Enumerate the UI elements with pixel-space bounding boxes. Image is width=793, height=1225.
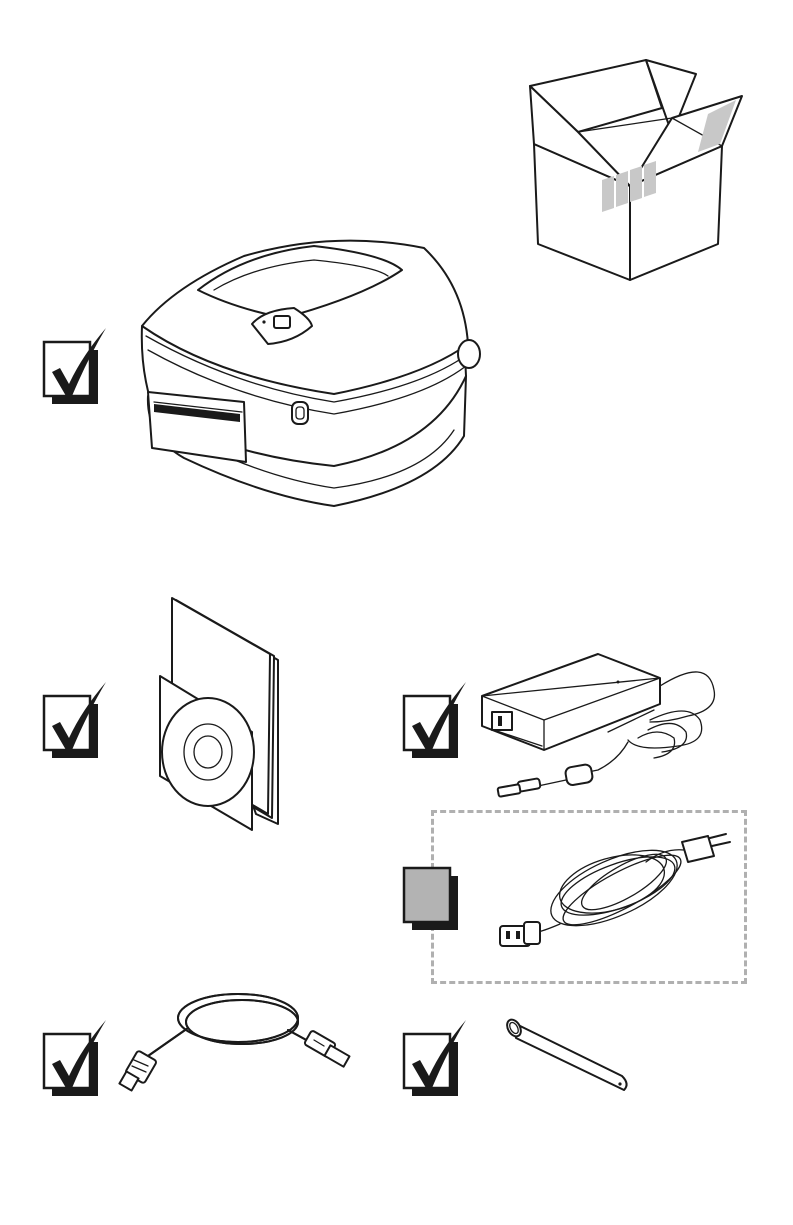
power-cord-optional-box-icon <box>404 852 474 932</box>
spindle-checkbox-icon <box>404 1018 474 1098</box>
usb-cable-checkbox-icon <box>44 1018 114 1098</box>
shipping-box-illustration <box>522 54 744 284</box>
printer-checkbox-icon <box>44 326 114 406</box>
power-cord-illustration <box>494 828 744 954</box>
power-supply-checkbox-icon <box>404 680 474 760</box>
spindle-illustration <box>504 1012 634 1096</box>
documentation-checkbox-icon <box>44 680 114 760</box>
printer-illustration <box>134 226 486 512</box>
power-supply-illustration <box>478 650 724 802</box>
documentation-cd-illustration <box>156 596 284 832</box>
usb-cable-illustration <box>118 976 354 1098</box>
